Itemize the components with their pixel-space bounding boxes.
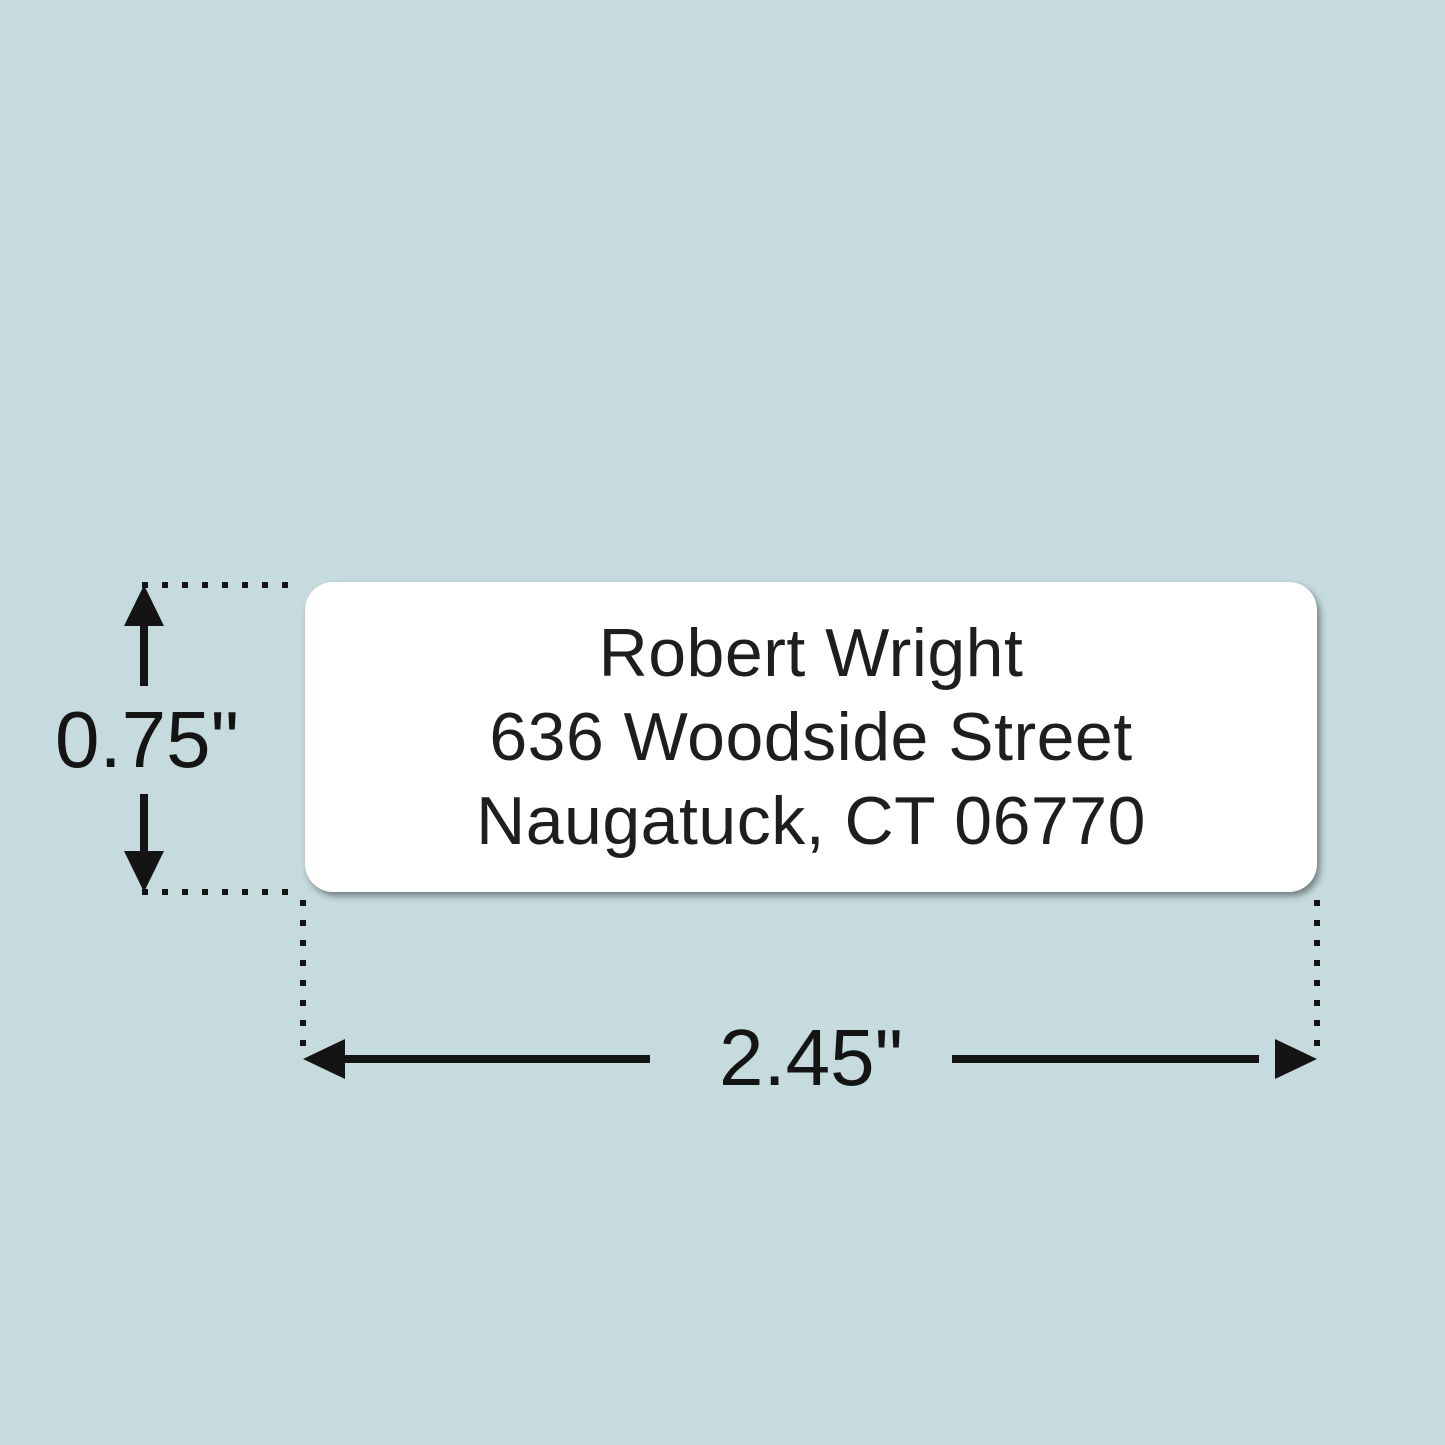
address-line-name: Robert Wright	[598, 615, 1024, 691]
extension-line-top	[142, 582, 295, 588]
address-line-city: Naugatuck, CT 06770	[476, 783, 1146, 859]
address-line-street: 636 Woodside Street	[489, 699, 1133, 775]
width-dimension-value: 2.45"	[718, 1013, 904, 1102]
extension-line-bottom	[142, 889, 295, 895]
height-dimension-value: 0.75"	[54, 695, 240, 784]
arrow-down-shaft	[140, 794, 148, 856]
arrow-left-icon	[303, 1039, 345, 1079]
arrow-left-shaft	[343, 1055, 650, 1063]
extension-line-right	[1314, 900, 1320, 1047]
arrow-right-icon	[1275, 1039, 1317, 1079]
address-label-sticker: Robert Wright 636 Woodside Street Naugat…	[305, 582, 1317, 892]
arrow-right-shaft	[952, 1055, 1259, 1063]
extension-line-left	[300, 900, 306, 1047]
arrow-up-icon	[124, 585, 164, 626]
arrow-down-icon	[124, 851, 164, 892]
arrow-up-shaft	[140, 622, 148, 686]
